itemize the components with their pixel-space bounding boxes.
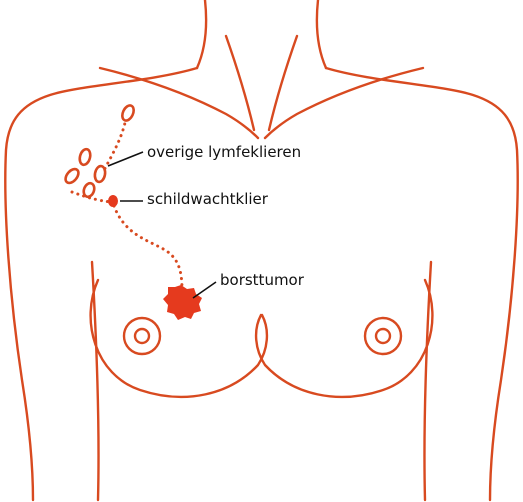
label-sentinel-node: schildwachtklier <box>147 190 269 208</box>
breast-tumor <box>163 285 202 320</box>
left-nipple <box>124 318 160 354</box>
lymph-node <box>120 104 136 123</box>
collarbone-right <box>265 68 423 138</box>
other-lymph-nodes <box>63 104 136 199</box>
neck-right <box>317 0 326 68</box>
lymph-node <box>94 165 107 182</box>
left-shoulder-arm <box>5 68 197 500</box>
lymph-node <box>63 167 81 186</box>
lymph-node <box>78 148 92 166</box>
leader-other-lymph-nodes <box>108 152 143 166</box>
neck-left <box>197 0 206 68</box>
collarbone-left <box>100 68 258 138</box>
leader-breast-tumor <box>193 282 216 298</box>
label-other-lymph-nodes: overige lymfeklieren <box>147 143 301 161</box>
right-breast <box>256 280 432 397</box>
torso-outline <box>5 0 517 500</box>
lymph-node <box>82 182 96 199</box>
right-shoulder-arm <box>326 68 518 500</box>
lymph-vessel-to-tumor <box>114 206 182 290</box>
label-breast-tumor: borsttumor <box>220 271 305 289</box>
sentinel-node <box>108 195 118 207</box>
right-nipple <box>365 318 401 354</box>
